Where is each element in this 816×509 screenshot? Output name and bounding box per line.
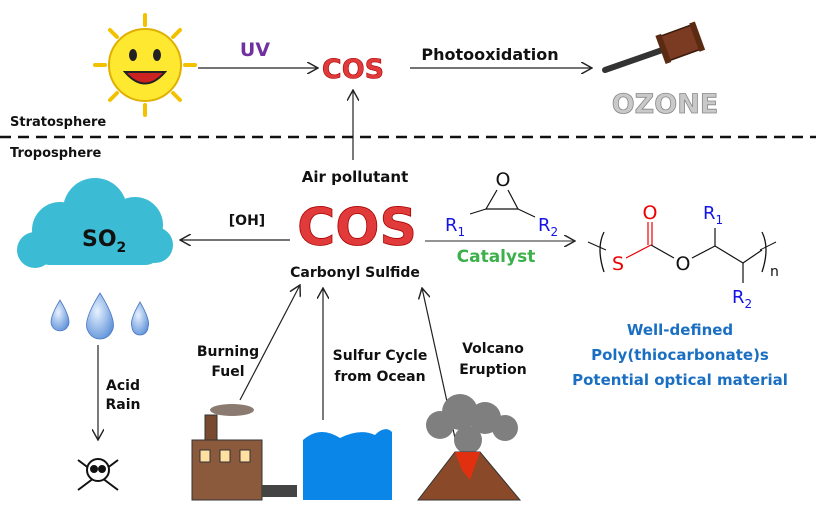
cloud-icon	[17, 178, 173, 268]
epoxide-oxygen: O	[496, 169, 511, 191]
polymer-r2: R2	[732, 287, 752, 311]
product-line-1: Well-defined	[627, 321, 733, 339]
fuel-arrow	[239, 285, 300, 401]
product-line-3: Potential optical material	[572, 371, 788, 389]
epoxide-r2: R2	[538, 215, 558, 239]
epoxide-ring	[484, 189, 519, 210]
polymer-sulfur: S	[612, 253, 624, 275]
sun-icon	[93, 13, 197, 117]
so2-label: SO2	[82, 227, 126, 256]
raindrops-icon	[50, 292, 150, 340]
ocean-icon	[303, 429, 392, 500]
gavel-icon	[602, 21, 706, 73]
factory-icon	[191, 404, 297, 501]
carbonyl-sulfide-label: Carbonyl Sulfide	[290, 265, 420, 281]
cos-main: COS	[297, 198, 417, 258]
product-line-2: Poly(thiocarbonate)s	[591, 346, 769, 364]
epoxide-r1: R1	[445, 215, 465, 239]
uv-label: UV	[240, 39, 270, 61]
ozone-label: OZONE	[612, 89, 719, 120]
oh-label: [OH]	[229, 213, 265, 229]
polymer-r1: R1	[703, 203, 723, 227]
polymer-ester-oxygen: O	[676, 253, 691, 275]
polymer-n: n	[770, 264, 779, 280]
cos-stratosphere: COS	[322, 54, 384, 85]
volcano-icon	[416, 394, 522, 501]
photooxidation-label: Photooxidation	[421, 45, 558, 64]
catalyst-label: Catalyst	[457, 247, 536, 267]
stratosphere-label: Stratosphere	[10, 115, 106, 130]
skull-icon	[77, 458, 119, 491]
polymer-structure	[587, 222, 777, 283]
air-pollutant-label: Air pollutant	[302, 168, 409, 186]
troposphere-label: Troposphere	[10, 146, 102, 161]
polymer-carbonyl-oxygen: O	[643, 202, 658, 224]
